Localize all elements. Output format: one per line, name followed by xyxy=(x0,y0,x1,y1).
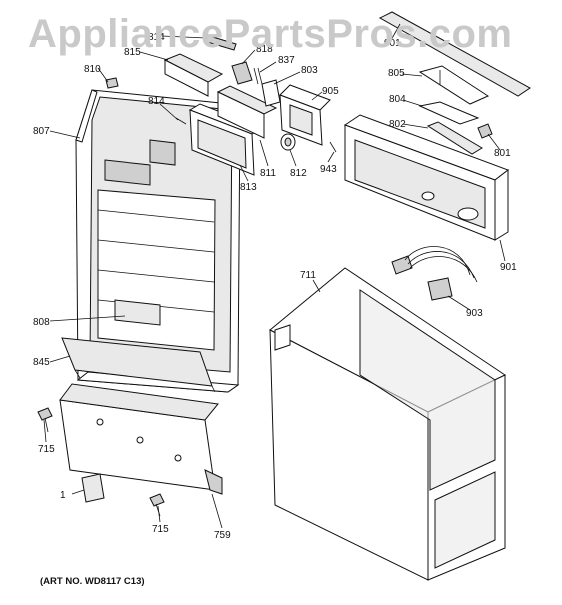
screw-715-upper xyxy=(37,407,53,433)
bottom-trim xyxy=(61,337,216,393)
callout-711: 711 xyxy=(300,270,316,281)
label-part xyxy=(81,473,105,503)
screw-943 xyxy=(329,141,337,153)
callout-901: 901 xyxy=(500,262,517,273)
callout-815: 815 xyxy=(124,47,141,58)
screw-814-lower xyxy=(175,117,187,125)
callout-943: 943 xyxy=(320,164,337,175)
bracket-805 xyxy=(418,65,490,105)
strip-802 xyxy=(426,121,483,155)
callout-1: 1 xyxy=(60,490,66,501)
callout-803: 803 xyxy=(301,65,318,76)
callout-905: 905 xyxy=(322,86,339,97)
callout-808: 808 xyxy=(33,317,50,328)
callout-901-top: 901 xyxy=(384,38,401,49)
vent-815 xyxy=(163,53,224,97)
screw-715-lower xyxy=(149,493,165,517)
bracket-804 xyxy=(418,101,480,125)
callout-715-upper: 715 xyxy=(38,444,55,455)
watermark: AppliancePartsPros.com xyxy=(28,12,513,56)
callout-labels: 814 815 818 837 803 901 805 810 804 905 … xyxy=(33,32,517,541)
switch-803 xyxy=(261,79,281,107)
leader-lines xyxy=(43,23,506,529)
callout-837: 837 xyxy=(278,55,295,66)
callout-845: 845 xyxy=(33,357,50,368)
callout-810: 810 xyxy=(84,64,101,75)
callout-811: 811 xyxy=(260,168,276,179)
callout-812: 812 xyxy=(290,168,307,179)
wire-harness xyxy=(391,246,478,301)
callout-802: 802 xyxy=(389,119,406,130)
callout-807: 807 xyxy=(33,126,50,137)
callout-814-top: 814 xyxy=(148,32,165,43)
callout-818: 818 xyxy=(256,44,273,55)
handle-bar xyxy=(378,11,531,97)
screw-810 xyxy=(105,77,119,89)
toe-kick-panel xyxy=(59,383,223,495)
callout-805: 805 xyxy=(388,68,405,79)
callout-759: 759 xyxy=(214,530,231,541)
callout-814-lower: 814 xyxy=(148,96,165,107)
lock-818 xyxy=(203,34,253,85)
knob xyxy=(280,133,296,151)
control-panel xyxy=(343,114,510,241)
callout-813: 813 xyxy=(240,182,257,193)
callout-715-lower: 715 xyxy=(152,524,169,535)
callout-801: 801 xyxy=(494,148,511,159)
callout-804: 804 xyxy=(389,94,406,105)
spring-837 xyxy=(253,67,263,85)
outer-door-panel xyxy=(269,267,507,581)
art-number: (ART NO. WD8117 C13) xyxy=(40,576,145,587)
control-board xyxy=(279,84,331,146)
switch-pad xyxy=(216,85,278,139)
callout-903: 903 xyxy=(466,308,483,319)
